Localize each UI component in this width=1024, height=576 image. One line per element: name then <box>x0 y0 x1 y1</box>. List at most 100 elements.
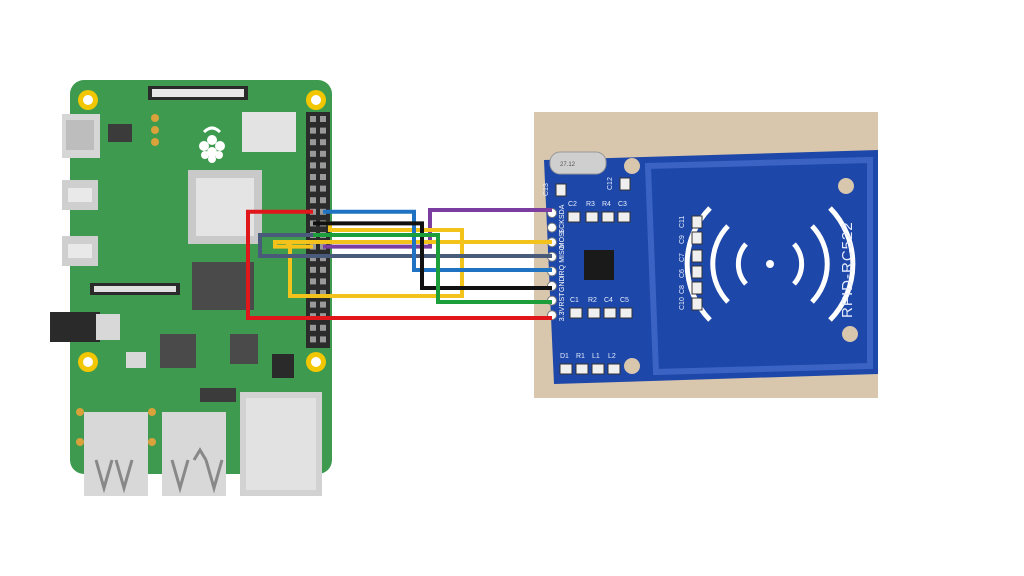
smd-part <box>691 215 703 229</box>
component-label: L2 <box>608 353 616 360</box>
gpio-pin <box>320 139 326 146</box>
gpio-pin <box>320 150 326 157</box>
gpio-pin <box>320 301 326 308</box>
gpio-pin <box>310 139 316 146</box>
crystal-label: 27.12 <box>560 162 576 168</box>
gpio-pin <box>310 266 316 273</box>
audio-jack <box>50 312 100 342</box>
wire-bundle <box>246 208 552 320</box>
gpio-pin <box>320 336 326 343</box>
wireless-module <box>242 112 296 152</box>
smd-part <box>691 265 703 279</box>
gpio-pin <box>310 174 316 180</box>
smd-part <box>607 363 621 375</box>
smd-part <box>619 177 631 191</box>
smd-part <box>601 211 615 223</box>
rfid-pin-label: GND <box>559 276 566 292</box>
gpio-pin <box>320 162 326 169</box>
rfid-pin-label: MOSI <box>559 230 566 248</box>
smd-part <box>691 281 703 295</box>
raspberry-logo-icon <box>199 126 225 163</box>
rfid-antenna <box>644 156 873 376</box>
raspberry-pi-board <box>50 80 332 496</box>
gpio-pin <box>310 255 316 262</box>
smd-part <box>569 307 583 319</box>
gpio-pin <box>320 116 326 122</box>
component-label: C13 <box>543 183 550 196</box>
rfid-pin-label: SCK <box>559 219 566 234</box>
gpio-pin <box>310 127 316 134</box>
component-label: C6 <box>679 269 686 278</box>
gpio-header <box>306 112 330 348</box>
smd-part <box>559 363 573 375</box>
pi-mounting-holes <box>78 90 326 372</box>
smd-part <box>585 211 599 223</box>
component-label: D1 <box>560 353 569 360</box>
gpio-pin <box>310 197 316 204</box>
smd-part <box>691 297 703 311</box>
usb-port-1 <box>84 412 148 496</box>
mfrc522-chip <box>584 250 614 280</box>
component-label: R2 <box>588 297 597 304</box>
ram-chip <box>192 262 254 310</box>
component-label: C8 <box>679 285 686 294</box>
smd-part <box>575 363 589 375</box>
wire-33v <box>246 209 552 320</box>
component-label: C5 <box>620 297 629 304</box>
gpio-pin <box>310 336 316 343</box>
gpio-pin <box>310 116 316 122</box>
gpio-pin <box>310 185 316 192</box>
component-label: C7 <box>679 253 686 262</box>
gpio-pin <box>310 150 316 157</box>
gpio-pin <box>320 290 326 296</box>
rfid-pin-label: IRQ <box>559 264 566 277</box>
smd-part <box>691 231 703 245</box>
rfid-pin-label: 3.3V <box>559 306 566 321</box>
smd-part <box>555 183 567 197</box>
gpio-pin <box>310 324 316 331</box>
component-label: R1 <box>576 353 585 360</box>
rfid-pin-label: MISO <box>559 244 566 262</box>
component-label: C11 <box>679 216 686 228</box>
rfid-pin-label: RST <box>559 292 566 307</box>
component-label: C3 <box>618 201 627 208</box>
smd-part <box>691 249 703 263</box>
smd-part <box>603 307 617 319</box>
wire-irq <box>323 209 552 272</box>
wire-miso <box>258 233 552 258</box>
rfid-module-title: RFID-RC522 <box>839 221 856 318</box>
gpio-pin <box>310 278 316 285</box>
gpio-pin <box>310 290 316 296</box>
gpio-pin <box>310 162 316 169</box>
component-label: R3 <box>586 201 595 208</box>
smd-part <box>617 211 631 223</box>
rfid-pin <box>547 222 557 233</box>
component-label: C1 <box>570 297 579 304</box>
gpio-pin <box>320 324 326 331</box>
gpio-pin <box>320 174 326 180</box>
smd-part <box>567 211 581 223</box>
component-label: C12 <box>607 177 614 190</box>
smd-part <box>587 307 601 319</box>
smd-part <box>591 363 605 375</box>
gpio-pin <box>320 278 326 285</box>
smd-part <box>619 307 633 319</box>
component-label: R4 <box>602 201 611 208</box>
gpio-pin <box>320 197 326 204</box>
wire-gnd <box>313 221 552 290</box>
component-label: C2 <box>568 201 577 208</box>
gpio-pin <box>320 185 326 192</box>
gpio-pin <box>320 127 326 134</box>
gpio-pin <box>310 301 316 308</box>
crystal-oscillator: 27.12 <box>549 151 607 175</box>
gpio-pin <box>320 266 326 273</box>
rfid-pin-label: SDA <box>559 204 566 219</box>
gpio-pin <box>320 255 326 262</box>
component-label: L1 <box>592 353 600 360</box>
wire-rst <box>313 233 552 304</box>
component-label: C10 <box>679 297 686 310</box>
component-label: C9 <box>679 235 686 244</box>
